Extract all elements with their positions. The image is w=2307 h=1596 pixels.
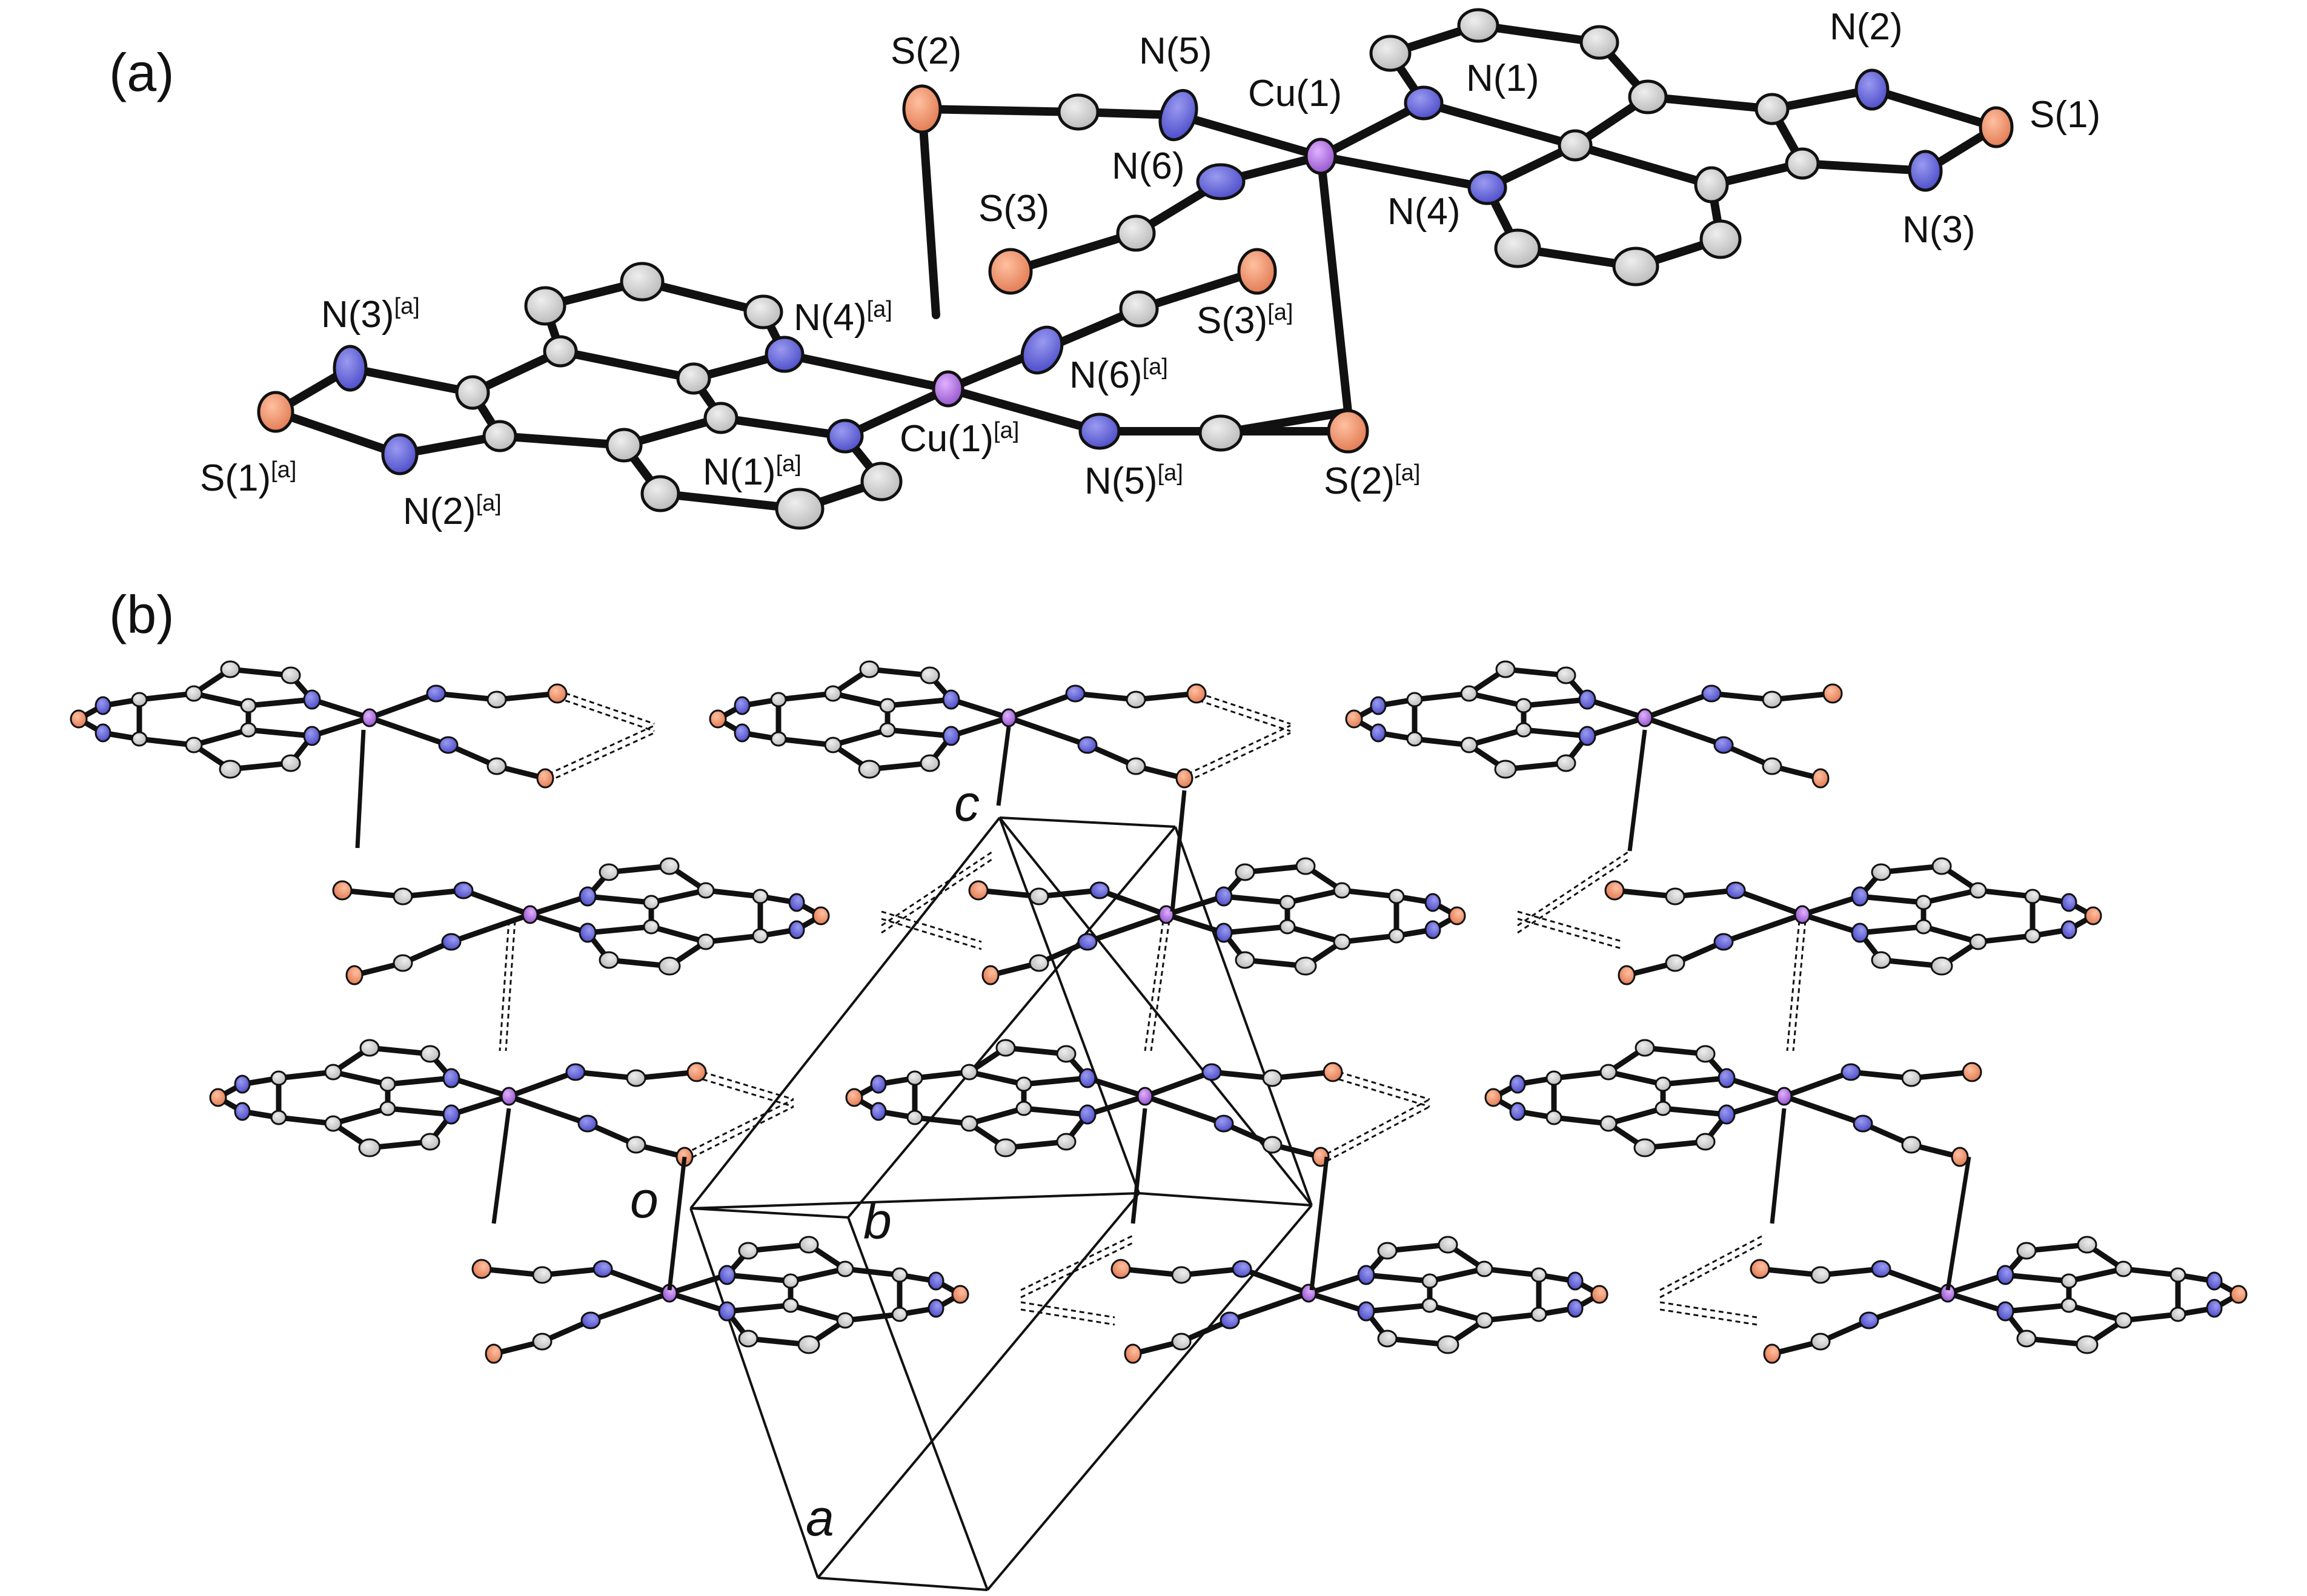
label-N3: N(3) bbox=[1902, 209, 1976, 251]
label-S2: S(2) bbox=[891, 30, 961, 72]
axis-label-b: b bbox=[863, 1193, 892, 1250]
label-N4a: N(4)[a] bbox=[794, 297, 892, 339]
label-N5a: N(5)[a] bbox=[1084, 460, 1183, 502]
label-S2a: S(2)[a] bbox=[1324, 460, 1420, 502]
unit-cell bbox=[689, 816, 1313, 1591]
axis-label-c: c bbox=[954, 775, 980, 832]
label-N6: N(6) bbox=[1112, 145, 1185, 187]
label-Cu1a: Cu(1)[a] bbox=[900, 418, 1019, 460]
packing-diagram bbox=[71, 661, 2246, 1363]
panel-a-molecule bbox=[257, 8, 2014, 530]
panel-b-label: (b) bbox=[109, 584, 174, 644]
atom-labels: S(2) N(5) Cu(1) N(1) N(2) S(1) N(6) S(3)… bbox=[200, 6, 2100, 532]
label-N1a: N(1)[a] bbox=[703, 451, 802, 493]
label-N2a: N(2)[a] bbox=[403, 491, 502, 532]
panel-a-label: (a) bbox=[109, 42, 174, 102]
label-S3: S(3) bbox=[978, 188, 1049, 230]
label-Cu1: Cu(1) bbox=[1248, 73, 1342, 114]
label-S1: S(1) bbox=[2030, 94, 2100, 136]
label-N4: N(4) bbox=[1387, 191, 1461, 233]
label-N5: N(5) bbox=[1139, 30, 1212, 72]
label-N6a: N(6)[a] bbox=[1069, 354, 1168, 396]
axis-label-o: o bbox=[630, 1171, 659, 1228]
axis-label-a: a bbox=[806, 1489, 834, 1546]
label-S1a: S(1)[a] bbox=[200, 457, 296, 499]
label-N3a: N(3)[a] bbox=[321, 294, 420, 336]
label-S3a: S(3)[a] bbox=[1197, 300, 1293, 342]
label-N1: N(1) bbox=[1466, 58, 1539, 99]
label-N2: N(2) bbox=[1830, 6, 1903, 48]
